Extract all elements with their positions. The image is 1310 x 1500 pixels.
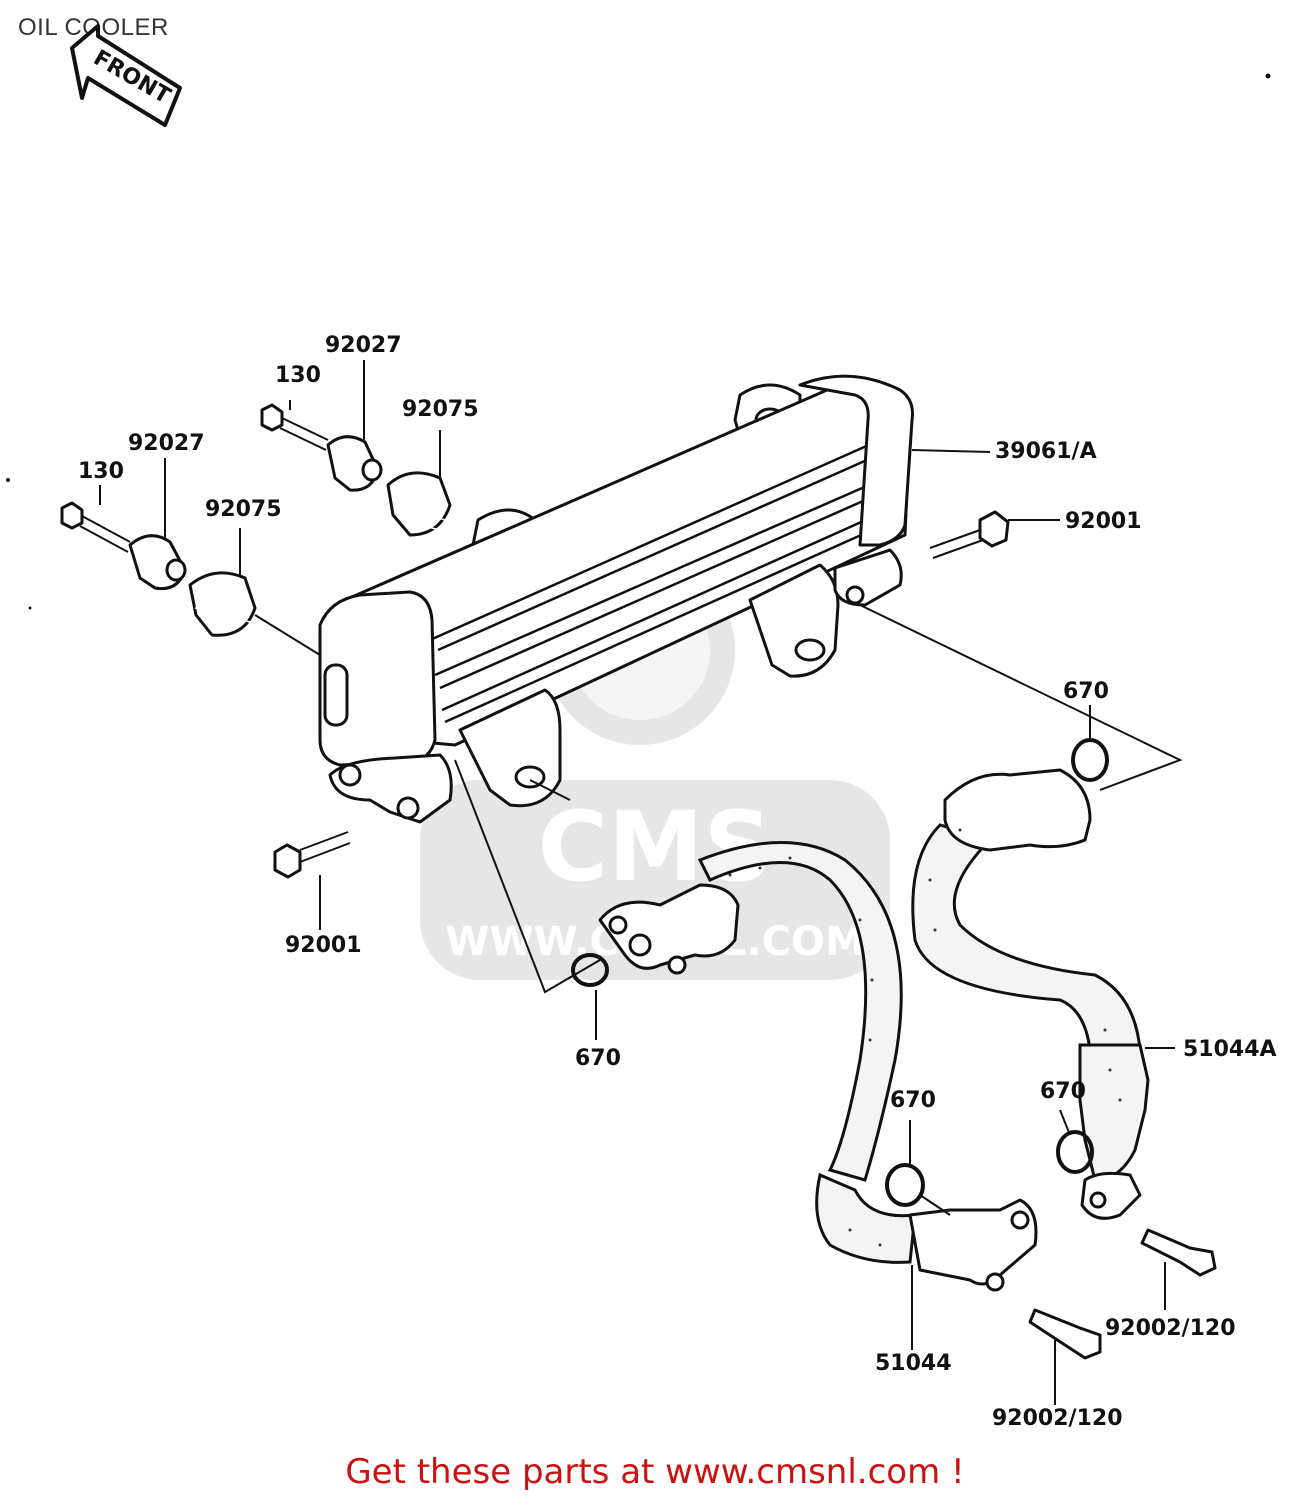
cooler-end-tank-left bbox=[318, 590, 437, 767]
bolt-92002-120-bottom bbox=[1028, 1308, 1102, 1360]
hose-texture bbox=[728, 828, 1122, 1247]
label-670-lower-right: 670 bbox=[1040, 1079, 1086, 1104]
hose-51044A-lower bbox=[1078, 1043, 1150, 1182]
leader-lines bbox=[99, 360, 1183, 1405]
bolt-130-top bbox=[260, 403, 284, 432]
label-92002-120-right: 92002/120 bbox=[1105, 1316, 1236, 1341]
label-51044: 51044 bbox=[875, 1351, 952, 1376]
o-ring-670-lower bbox=[885, 1163, 925, 1207]
front-arrow: FRONT bbox=[70, 24, 182, 127]
bolt-130-left bbox=[60, 501, 84, 530]
o-ring-670-left bbox=[571, 953, 609, 987]
label-92002-120-bottom: 92002/120 bbox=[992, 1406, 1123, 1431]
label-92027-top: 92027 bbox=[325, 333, 402, 358]
label-130-top: 130 bbox=[275, 363, 321, 388]
mount-hardware-left bbox=[60, 501, 257, 637]
cooler-bracket-hole bbox=[794, 638, 826, 662]
grommet-92075-top bbox=[386, 471, 452, 537]
label-92075-left: 92075 bbox=[205, 497, 282, 522]
label-670-right: 670 bbox=[1063, 679, 1109, 704]
part-labels: 39061/A 92001 130 92027 92075 130 92027 … bbox=[78, 333, 1277, 1431]
cooler-end-tank-right bbox=[798, 374, 914, 547]
label-670-left: 670 bbox=[575, 1046, 621, 1071]
mount-hardware-top bbox=[260, 403, 452, 537]
scan-dot bbox=[6, 478, 10, 482]
grommet-92075-left bbox=[188, 571, 257, 637]
watermark-logo: CMS bbox=[537, 791, 772, 903]
o-ring-670-lower-right bbox=[1056, 1130, 1094, 1174]
watermark-badge bbox=[420, 780, 890, 980]
label-51044a: 51044A bbox=[1183, 1037, 1277, 1062]
oil-cooler bbox=[318, 374, 914, 824]
label-92001-left: 92001 bbox=[285, 933, 362, 958]
hose-fitting-lower bbox=[908, 1198, 1038, 1286]
label-92027-left: 92027 bbox=[128, 431, 205, 456]
label-130-left: 130 bbox=[78, 459, 124, 484]
label-670-lower: 670 bbox=[890, 1088, 936, 1113]
label-92075-top: 92075 bbox=[402, 397, 479, 422]
oil-hose-51044 bbox=[598, 841, 1038, 1292]
oil-hose-51044A bbox=[911, 768, 1150, 1220]
hose-51044A-body bbox=[911, 823, 1142, 1052]
cooler-bracket-hole bbox=[514, 765, 546, 789]
label-39061-a: 39061/A bbox=[995, 439, 1097, 464]
label-92001-right: 92001 bbox=[1065, 509, 1142, 534]
hose-51044A-fitting-upper bbox=[943, 768, 1092, 852]
parts-link-banner[interactable]: Get these parts at www.cmsnl.com ! bbox=[345, 1452, 965, 1492]
scan-dot bbox=[28, 606, 32, 610]
cooler-tank-slot bbox=[323, 663, 349, 727]
bolt-92002-120-right bbox=[1140, 1228, 1217, 1277]
scan-dot bbox=[1265, 73, 1271, 79]
o-ring-670-right bbox=[1071, 738, 1109, 782]
bolt-92001-right bbox=[929, 510, 1010, 559]
bolt-92001-left bbox=[273, 831, 351, 879]
front-arrow-shape bbox=[70, 24, 182, 127]
hose-51044-lower bbox=[815, 1172, 917, 1264]
hose-51044-upper bbox=[697, 841, 903, 1182]
